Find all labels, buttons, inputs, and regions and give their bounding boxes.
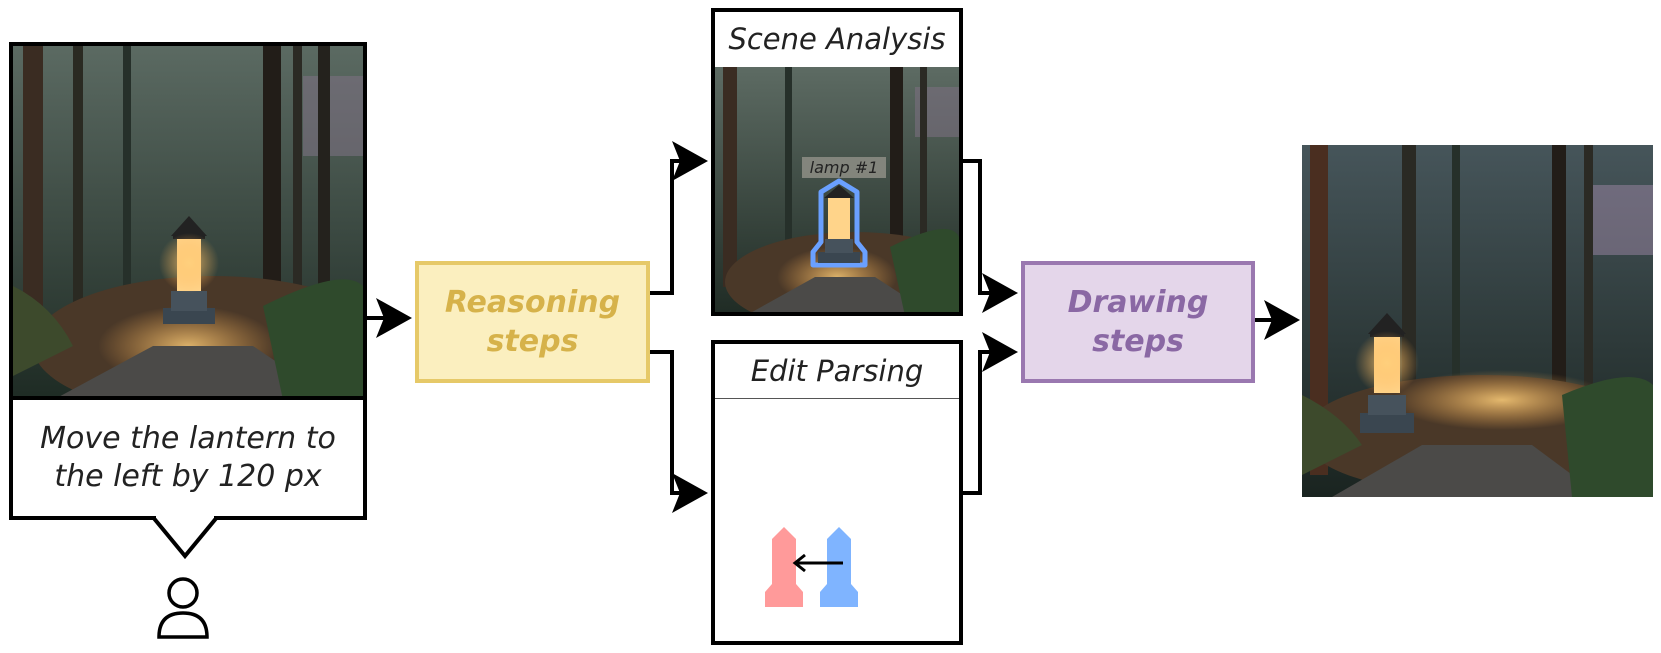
lamp-label: lamp #1 (810, 158, 879, 177)
instruction-line-1: Move the lantern to (40, 421, 336, 456)
reasoning-steps-box: Reasoning steps (415, 261, 650, 383)
arrow-icon (792, 553, 843, 573)
instruction-bubble: Move the lantern to the left by 120 px (9, 396, 367, 520)
arrow-scene-to-drawing (963, 159, 1018, 313)
bubble-tail (150, 516, 220, 560)
input-image (9, 42, 367, 400)
scene-analysis-image: lamp #1 (715, 67, 959, 312)
instruction-line-2: the left by 120 px (54, 459, 322, 494)
scene-analysis-panel: Scene Analysis lamp #1 (711, 8, 963, 316)
drawing-line-2: steps (1092, 324, 1184, 359)
reasoning-line-2: steps (486, 324, 579, 359)
output-image (1302, 145, 1653, 497)
lantern-icon (1355, 313, 1419, 433)
scene-analysis-title: Scene Analysis (728, 22, 946, 56)
drawing-steps-box: Drawing steps (1021, 261, 1255, 383)
edit-parsing-canvas (765, 527, 858, 607)
lantern-icon (810, 178, 868, 268)
edit-parsing-title: Edit Parsing (715, 344, 959, 399)
arrow-reasoning-to-scene (650, 141, 708, 295)
edit-parsing-panel: Edit Parsing (711, 340, 963, 645)
arrow-edit-to-drawing (963, 332, 1018, 495)
user-icon (157, 577, 209, 639)
arrow-reasoning-to-edit (650, 350, 708, 513)
target-mask (765, 527, 803, 607)
drawing-line-1: Drawing (1067, 285, 1209, 320)
source-mask (820, 527, 858, 607)
lantern-icon (159, 216, 219, 324)
reasoning-line-1: Reasoning (444, 285, 621, 320)
